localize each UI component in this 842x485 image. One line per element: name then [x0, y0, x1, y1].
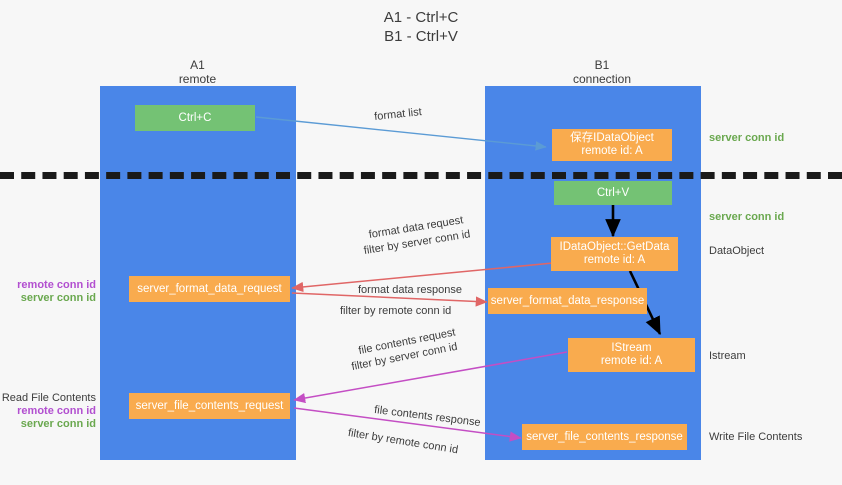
label-group-conn-ids-upper: remote conn id server conn id	[0, 279, 96, 305]
box-server-file-contents-response-label: server_file_contents_response	[526, 430, 683, 443]
title-line-1: A1 - Ctrl+C	[383, 9, 459, 26]
label-server-conn-id-top: server conn id	[709, 132, 785, 144]
box-server-format-data-request[interactable]: server_format_data_request	[129, 276, 290, 302]
label-file-contents-response-filter-prefix: filter by	[347, 427, 388, 445]
box-server-format-data-response-label: server_format_data_response	[490, 294, 645, 307]
box-save-idataobject-line1: 保存IDataObject	[570, 132, 654, 144]
label-write-file-contents: Write File Contents	[709, 431, 803, 443]
label-server-conn-id-1: server conn id	[20, 292, 96, 304]
box-server-file-contents-request-label: server_file_contents_request	[135, 399, 284, 412]
box-save-idataobject-line2: remote id: A	[581, 145, 643, 157]
lane-header-b1-sub: connection	[572, 72, 632, 86]
box-ctrl-v[interactable]: Ctrl+V	[554, 181, 672, 205]
box-istream-line1: IStream	[611, 342, 652, 354]
label-read-file-contents: Read File Contents	[1, 392, 96, 404]
label-file-contents-response: file contents response	[373, 404, 482, 429]
label-format-data-response: format data response	[358, 284, 462, 296]
label-format-data-response-filter: filter by remote conn id	[340, 305, 451, 318]
label-file-contents-request-filter-prefix: filter by	[350, 353, 391, 374]
box-ctrl-v-label: Ctrl+V	[596, 186, 630, 199]
box-idataobject-getdata-line1: IDataObject::GetData	[559, 241, 670, 253]
label-server-conn-id-mid: server conn id	[709, 211, 785, 223]
label-group-read-file-contents: Read File Contents remote conn id server…	[0, 392, 96, 431]
lane-header-a1-name: A1	[190, 58, 205, 72]
lane-header-a1: A1 remote	[140, 58, 255, 86]
label-istream: Istream	[709, 350, 746, 362]
box-istream[interactable]: IStream remote id: A	[568, 338, 695, 372]
label-dataobject: DataObject	[709, 245, 765, 257]
label-remote-conn-id-2: remote conn id	[17, 405, 96, 417]
box-server-file-contents-response[interactable]: server_file_contents_response	[522, 424, 687, 450]
box-idataobject-getdata[interactable]: IDataObject::GetData remote id: A	[551, 237, 678, 271]
box-server-file-contents-request[interactable]: server_file_contents_request	[129, 393, 290, 419]
label-format-data-request-filter-prefix: filter by	[362, 239, 403, 258]
box-idataobject-getdata-line2: remote id: A	[583, 254, 646, 266]
label-file-contents-response-filter: filter by remote conn id	[347, 427, 459, 457]
label-server-conn-id-2: server conn id	[20, 418, 96, 430]
label-remote-conn-id-1: remote conn id	[17, 279, 96, 291]
box-ctrl-c[interactable]: Ctrl+C	[135, 105, 255, 131]
box-ctrl-c-label: Ctrl+C	[178, 111, 212, 124]
label-file-contents-response-filter-key: remote conn id	[385, 433, 459, 457]
label-format-data-response-filter-key: remote conn id	[378, 305, 452, 317]
label-format-data-response-filter-prefix: filter by	[340, 305, 379, 317]
diagram-title: A1 - Ctrl+C B1 - Ctrl+V	[0, 8, 842, 46]
lane-header-a1-sub: remote	[178, 72, 217, 86]
box-server-format-data-response[interactable]: server_format_data_response	[488, 288, 647, 314]
title-line-2: B1 - Ctrl+V	[384, 28, 458, 45]
box-istream-line2: remote id: A	[600, 355, 663, 367]
box-server-format-data-request-label: server_format_data_request	[137, 282, 282, 295]
lane-header-b1: B1 connection	[537, 58, 667, 86]
box-save-idataobject[interactable]: 保存IDataObject remote id: A	[552, 129, 672, 161]
label-format-list: format list	[373, 106, 423, 124]
phase-separator	[0, 172, 842, 179]
lane-header-b1-name: B1	[594, 58, 610, 72]
